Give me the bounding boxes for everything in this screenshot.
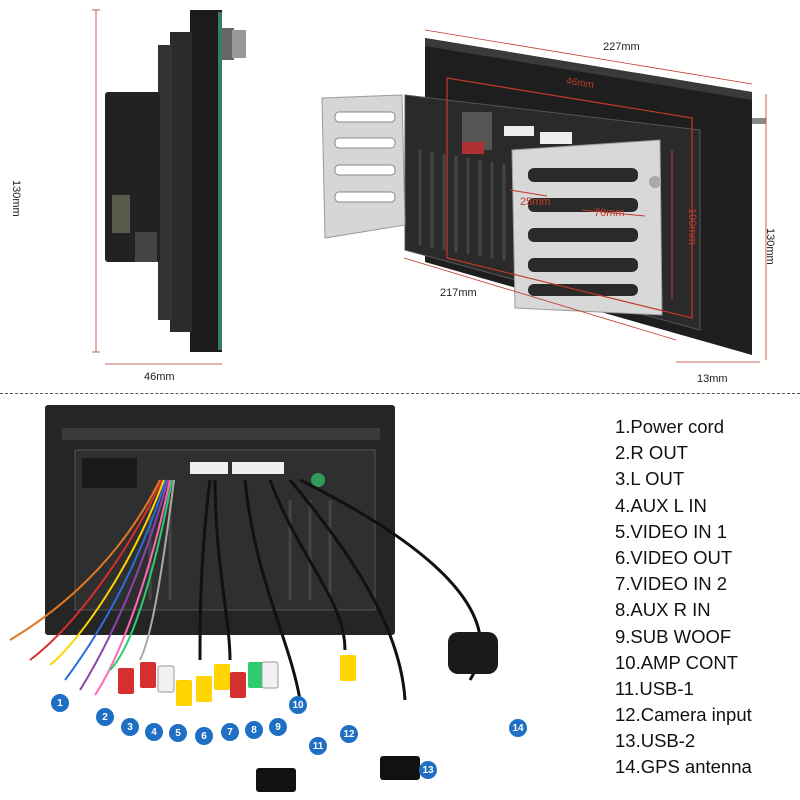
usb-1-plug <box>256 768 296 792</box>
svg-text:13: 13 <box>422 765 434 776</box>
cage-height-label: 100mm <box>686 208 698 245</box>
connection-legend: 1.Power cord 2.R OUT 3.L OUT 4.AUX L IN … <box>615 414 795 781</box>
width-top-line <box>424 29 753 85</box>
legend-item: 10.AMP CONT <box>615 651 739 673</box>
legend-item: 11.USB-1 <box>615 677 694 699</box>
legend-item: 7.VIDEO IN 2 <box>615 573 728 595</box>
usb-2-plug <box>380 756 420 780</box>
side-height-label: 130mm <box>10 180 22 217</box>
gps-antenna-puck <box>448 632 498 674</box>
rear-width-bottom-label: 217mm <box>440 287 477 299</box>
wire-bundle <box>9 479 175 696</box>
rca-plugs <box>118 655 356 706</box>
svg-text:6: 6 <box>201 731 207 742</box>
legend-item: 4.AUX L IN <box>615 494 707 516</box>
svg-text:7: 7 <box>227 727 233 738</box>
legend-item: 9.SUB WOOF <box>615 625 732 647</box>
rear-height-label: 130mm <box>764 228 776 265</box>
legend-item: 5.VIDEO IN 1 <box>615 520 728 542</box>
legend-item: 1.Power cord <box>615 416 724 437</box>
rear-view-unit <box>321 38 766 355</box>
inner-measure-outline <box>446 77 693 319</box>
svg-text:3: 3 <box>127 722 133 733</box>
cage-depth-label: 25mm <box>520 196 551 208</box>
svg-text:4: 4 <box>151 727 157 738</box>
svg-text:8: 8 <box>251 725 257 736</box>
legend-item: 3.L OUT <box>615 468 685 490</box>
svg-text:11: 11 <box>313 741 324 752</box>
side-depth-label: 46mm <box>144 371 175 383</box>
harness-unit <box>45 405 395 635</box>
rear-width-top-label: 227mm <box>603 41 640 53</box>
svg-text:14: 14 <box>512 723 524 734</box>
svg-text:9: 9 <box>275 722 281 733</box>
legend-item: 2.R OUT <box>615 442 688 464</box>
legend-item: 12.Camera input <box>615 704 752 726</box>
section-divider <box>0 393 800 394</box>
rear-offset-label: 13mm <box>697 373 728 385</box>
width-bottom-line <box>403 257 677 341</box>
callouts: 1 2 3 4 5 6 7 8 9 10 11 12 13 14 <box>51 694 527 779</box>
svg-text:1: 1 <box>57 698 63 709</box>
svg-text:12: 12 <box>343 729 355 740</box>
legend-item: 13.USB-2 <box>615 730 696 752</box>
legend-item: 14.GPS antenna <box>615 756 752 778</box>
svg-text:5: 5 <box>175 728 181 739</box>
legend-item: 8.AUX R IN <box>615 599 711 621</box>
cage-width-label: 70mm <box>594 207 625 219</box>
svg-text:10: 10 <box>292 700 304 711</box>
legend-item: 6.VIDEO OUT <box>615 546 733 568</box>
side-view-unit <box>105 10 246 352</box>
svg-text:2: 2 <box>102 712 108 723</box>
